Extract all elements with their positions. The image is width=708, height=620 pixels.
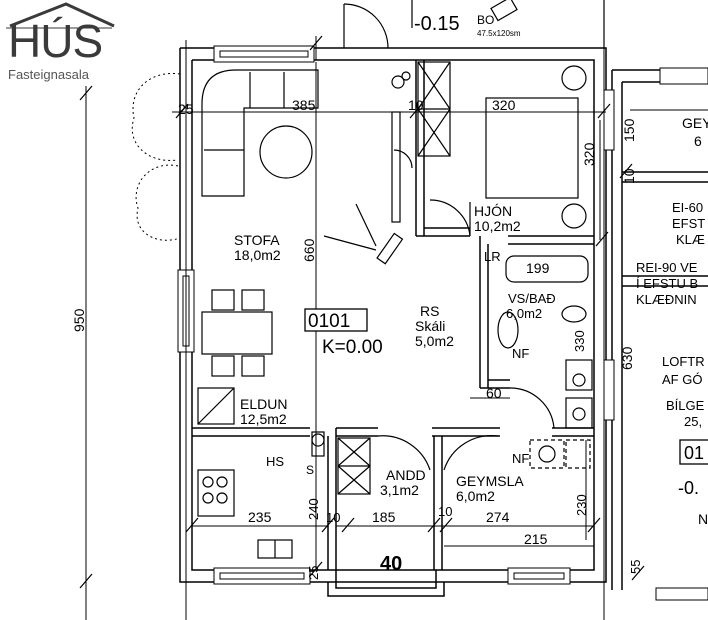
room-eldun-name: ELDUN [240, 396, 287, 412]
dim-60: 60 [486, 385, 502, 401]
dim-385: 385 [292, 97, 316, 113]
room-andd-area: 3,1m2 [380, 482, 419, 498]
room-rs-area: 5,0m2 [415, 333, 454, 349]
note-efst: EFST [672, 216, 705, 231]
dim-230: 230 [574, 494, 589, 516]
dim-320-h: 320 [492, 97, 516, 113]
dim-240: 240 [306, 498, 321, 520]
note-gey: GEY [682, 115, 708, 131]
label-nf-storage: NF [512, 451, 529, 466]
dim-150: 150 [621, 118, 637, 142]
dim-950: 950 [71, 308, 87, 332]
room-geymsla-area: 6,0m2 [456, 488, 495, 504]
dim-660: 660 [301, 238, 317, 262]
dimension-lines [172, 36, 708, 620]
note-afgo: AF GÓ [662, 372, 702, 387]
note-minus: -0. [678, 478, 699, 498]
dim-55: 55 [628, 560, 643, 574]
dim-320-v: 320 [581, 142, 597, 166]
logo-word: HÚS [8, 15, 103, 67]
header-bo: BO [477, 13, 494, 27]
unit-elevation: K=0.00 [322, 337, 383, 358]
roof-icon [6, 2, 115, 29]
header-level: -0.15 [414, 13, 460, 35]
label-bottom: 40 [380, 553, 402, 575]
note-klae: KLÆ [676, 232, 705, 247]
dim-274: 274 [486, 509, 510, 525]
label-lr: LR [484, 249, 501, 264]
dim-235: 235 [248, 509, 272, 525]
tree-outline [131, 73, 181, 241]
note-ei60: EI-60 [672, 200, 703, 215]
label-hs: HS [266, 454, 284, 469]
note-25: 25, [684, 414, 702, 429]
note-rei90: REI-90 VE [636, 260, 698, 275]
company-logo: HÚS Fasteignasala [4, 2, 115, 86]
dim-25-bottom: 25 [306, 566, 321, 580]
entrance-door [343, 0, 605, 49]
dim-25-top: 25 [178, 101, 194, 117]
dim-10-a: 10 [408, 97, 424, 113]
note-box-text: 01 [684, 443, 704, 463]
room-vsbad-name: VS/BAÐ [508, 291, 556, 306]
unit-id-box [304, 308, 368, 332]
dim-330: 330 [572, 330, 587, 352]
room-andd-name: ANDD [386, 467, 426, 483]
note-n: N [698, 511, 708, 527]
dim-10-d: 10 [438, 504, 452, 519]
room-geymsla-name: GEYMSLA [456, 473, 524, 489]
furniture [197, 61, 593, 559]
note-bilge: BÍLGE [666, 398, 705, 413]
room-hjon-name: HJÓN [474, 203, 512, 219]
label-nf-bath: NF [512, 346, 529, 361]
note-klaedni: KLÆÐNIN [636, 292, 697, 307]
dim-10-b: 10 [621, 168, 637, 184]
note-box [679, 439, 708, 465]
room-stofa-name: STOFA [234, 232, 280, 248]
dim-215: 215 [524, 531, 548, 547]
room-eldun-area: 12,5m2 [240, 411, 287, 427]
room-stofa-area: 18,0m2 [234, 247, 281, 263]
dim-10-c: 10 [326, 510, 340, 525]
note-six: 6 [694, 133, 702, 149]
dim-185: 185 [372, 509, 396, 525]
logo-subtitle: Fasteignasala [8, 67, 89, 82]
room-vsbad-area: 6,0m2 [506, 306, 542, 321]
room-rs-name2: Skáli [415, 318, 445, 334]
note-loftr: LOFTR [662, 354, 705, 369]
room-rs-name: RS [420, 303, 439, 319]
dim-630: 630 [619, 346, 635, 370]
label-s: S [306, 463, 314, 477]
unit-id: 0101 [308, 311, 350, 332]
note-efstu: Í EFSTU B [636, 276, 698, 291]
dim-199: 199 [526, 260, 550, 276]
header-bo-size: 47.5x120sm [477, 29, 521, 38]
room-hjon-area: 10,2m2 [474, 218, 521, 234]
